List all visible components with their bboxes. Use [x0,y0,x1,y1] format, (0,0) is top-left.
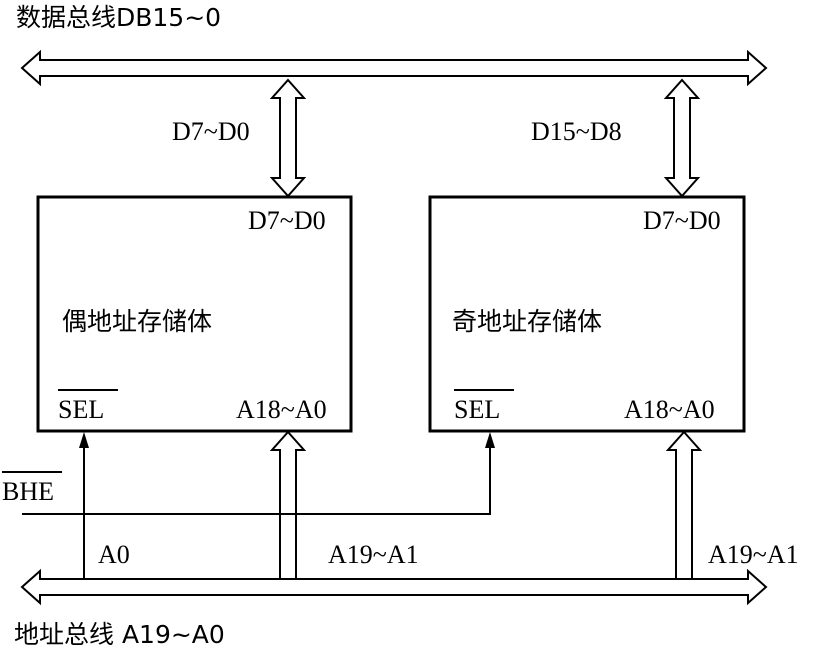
even-bank-data-port: D7~D0 [248,206,326,235]
bhe-arrowhead [485,432,495,448]
address-bus-label: 地址总线 A19~A0 [14,620,225,649]
odd-bank-data-port: D7~D0 [643,206,721,235]
address-link-left-label: A19~A1 [328,540,419,569]
address-bus-arrow [20,568,768,606]
even-memory-bank: D7~D0 偶地址存储体 SEL A18~A0 [36,195,353,433]
even-data-link-arrow [269,78,307,198]
even-address-link-arrow [269,430,307,580]
bhe-signal-line [22,446,491,515]
data-bus-label: 数据总线DB15~0 [16,3,221,32]
even-bank-select-pin: SEL [58,395,104,424]
odd-bank-address-port: A18~A0 [624,395,715,424]
a0-arrowhead [79,432,89,448]
even-bank-title: 偶地址存储体 [62,307,212,336]
even-bank-address-port: A18~A0 [236,395,327,424]
data-bus-arrow [20,49,768,87]
odd-bank-box [428,195,746,433]
bhe-label: BHE [2,477,54,506]
even-data-link-label: D7~D0 [172,117,250,146]
a0-label: A0 [98,540,130,569]
odd-data-link-arrow [663,78,701,198]
odd-data-link-label: D15~D8 [531,117,622,146]
odd-bank-title: 奇地址存储体 [452,307,602,336]
odd-address-link-arrow [665,430,703,580]
even-bank-box [36,195,353,433]
odd-bank-select-pin: SEL [454,395,500,424]
odd-memory-bank: D7~D0 奇地址存储体 SEL A18~A0 [428,195,746,433]
address-link-right-label: A19~A1 [708,540,799,569]
